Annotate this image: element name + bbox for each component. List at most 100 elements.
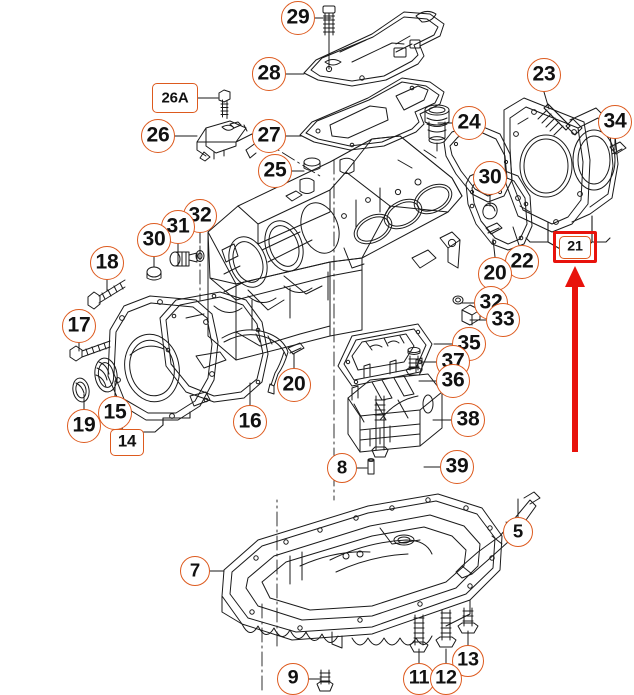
callout-number: 14 bbox=[117, 431, 137, 451]
part-23-hex-socket-bolt bbox=[537, 103, 583, 136]
callout-number: 15 bbox=[103, 400, 127, 424]
part-34-crank-rear-seal bbox=[609, 141, 627, 155]
part-26a-bracket-bolt bbox=[218, 89, 231, 119]
callout-30[interactable]: 30 bbox=[137, 223, 171, 257]
part-17-bolt bbox=[69, 340, 111, 362]
part-37-washer bbox=[407, 346, 421, 355]
part-32-33-pressure-switch bbox=[452, 295, 481, 326]
callout-number: 18 bbox=[95, 250, 119, 274]
callout-number: 31 bbox=[166, 214, 190, 238]
part-11-hex-bolt-long bbox=[409, 614, 429, 653]
callout-number: 39 bbox=[445, 454, 469, 478]
callout-number: 26A bbox=[161, 89, 189, 106]
callout-29[interactable]: 29 bbox=[281, 1, 315, 35]
callout-number: 20 bbox=[483, 261, 507, 285]
part-21-rear-sealing-flange bbox=[503, 97, 619, 233]
callout-20[interactable]: 20 bbox=[478, 257, 512, 291]
part-36-bolt bbox=[405, 355, 423, 376]
callout-11[interactable]: 11 bbox=[403, 663, 435, 695]
callout-number: 9 bbox=[287, 666, 299, 689]
callout-21[interactable]: 21 bbox=[559, 236, 591, 259]
callout-38[interactable]: 38 bbox=[451, 403, 485, 437]
callout-39[interactable]: 39 bbox=[440, 450, 474, 484]
callout-number: 20 bbox=[282, 372, 306, 396]
centerlines bbox=[199, 139, 335, 691]
part-24-oil-filler-connector bbox=[424, 104, 450, 152]
callout-8[interactable]: 8 bbox=[327, 453, 357, 483]
part-18-stud-bolt bbox=[87, 279, 126, 310]
callout-26a[interactable]: 26A bbox=[152, 83, 198, 113]
callout-number: 25 bbox=[263, 158, 287, 182]
callout-number: 19 bbox=[72, 413, 96, 437]
part-front-gasket bbox=[159, 291, 269, 403]
callout-number: 38 bbox=[456, 407, 480, 431]
callout-33[interactable]: 33 bbox=[486, 303, 520, 337]
callout-number: 7 bbox=[189, 559, 201, 581]
part-20-dowel-sleeve-right bbox=[485, 222, 503, 235]
callout-23[interactable]: 23 bbox=[527, 58, 561, 92]
callout-19[interactable]: 19 bbox=[67, 409, 101, 443]
callout-30[interactable]: 30 bbox=[473, 161, 507, 195]
callout-26[interactable]: 26 bbox=[141, 119, 175, 153]
callout-number: 32 bbox=[188, 203, 212, 227]
callout-number: 30 bbox=[478, 165, 502, 189]
leader-lines bbox=[78, 17, 616, 680]
callout-7[interactable]: 7 bbox=[180, 556, 210, 586]
callout-number: 27 bbox=[257, 123, 281, 147]
callout-number: 21 bbox=[567, 238, 583, 255]
part-16-oil-spray-tube bbox=[221, 329, 289, 395]
callout-27[interactable]: 27 bbox=[252, 119, 286, 153]
part-8-dowel-pin bbox=[367, 458, 375, 475]
callout-16[interactable]: 16 bbox=[233, 405, 267, 439]
callout-number: 30 bbox=[142, 227, 166, 251]
red-arrow-pointing-to-item-21 bbox=[565, 266, 585, 452]
callout-number: 28 bbox=[257, 61, 281, 85]
part-39-oil-pump-bolt bbox=[371, 395, 389, 458]
part-31-relief-valve bbox=[169, 251, 198, 267]
callout-number: 33 bbox=[491, 307, 515, 331]
part-15-crank-front-seal bbox=[94, 357, 118, 393]
callout-number: 36 bbox=[441, 368, 465, 392]
callout-number: 13 bbox=[457, 648, 479, 671]
callout-9[interactable]: 9 bbox=[277, 663, 309, 695]
highlight-box-item-21 bbox=[553, 231, 597, 263]
callout-number: 22 bbox=[510, 249, 534, 273]
callout-number: 34 bbox=[603, 109, 627, 133]
callout-number: 16 bbox=[238, 409, 262, 433]
callout-number: 24 bbox=[457, 110, 481, 134]
callout-17[interactable]: 17 bbox=[62, 309, 96, 343]
callout-14[interactable]: 14 bbox=[110, 429, 144, 456]
part-38-oil-pump-housing bbox=[347, 357, 443, 453]
callout-18[interactable]: 18 bbox=[90, 246, 124, 280]
part-26-mounting-bracket bbox=[196, 120, 261, 162]
part-19-o-ring bbox=[72, 377, 90, 403]
callout-24[interactable]: 24 bbox=[452, 106, 486, 140]
callout-20[interactable]: 20 bbox=[277, 368, 311, 402]
callout-36[interactable]: 36 bbox=[436, 364, 470, 398]
part-30-core-plug-small bbox=[482, 202, 498, 220]
callout-number: 26 bbox=[146, 123, 170, 147]
part-engine-block bbox=[207, 135, 463, 361]
callout-25[interactable]: 25 bbox=[258, 154, 292, 188]
callout-number: 8 bbox=[336, 456, 348, 478]
callout-28[interactable]: 28 bbox=[252, 57, 286, 91]
part-28-cover-plate bbox=[303, 10, 445, 87]
callout-number: 17 bbox=[67, 313, 91, 337]
callout-number: 5 bbox=[512, 520, 524, 542]
callout-15[interactable]: 15 bbox=[98, 396, 132, 430]
callout-34[interactable]: 34 bbox=[598, 105, 632, 139]
part-9-drain-plug bbox=[316, 669, 334, 692]
callout-number: 23 bbox=[532, 62, 556, 86]
part-20-dowel-sleeve-left bbox=[287, 342, 305, 355]
callout-number: 11 bbox=[408, 666, 430, 689]
callout-12[interactable]: 12 bbox=[430, 663, 462, 695]
part-7-oil-pan bbox=[221, 493, 503, 649]
part-29-cover-bolt bbox=[322, 5, 336, 70]
part-13-hex-flange-bolt-short bbox=[457, 607, 479, 634]
callout-number: 29 bbox=[286, 5, 310, 29]
callout-5[interactable]: 5 bbox=[503, 517, 533, 547]
part-12-hex-flange-bolt bbox=[435, 609, 457, 648]
